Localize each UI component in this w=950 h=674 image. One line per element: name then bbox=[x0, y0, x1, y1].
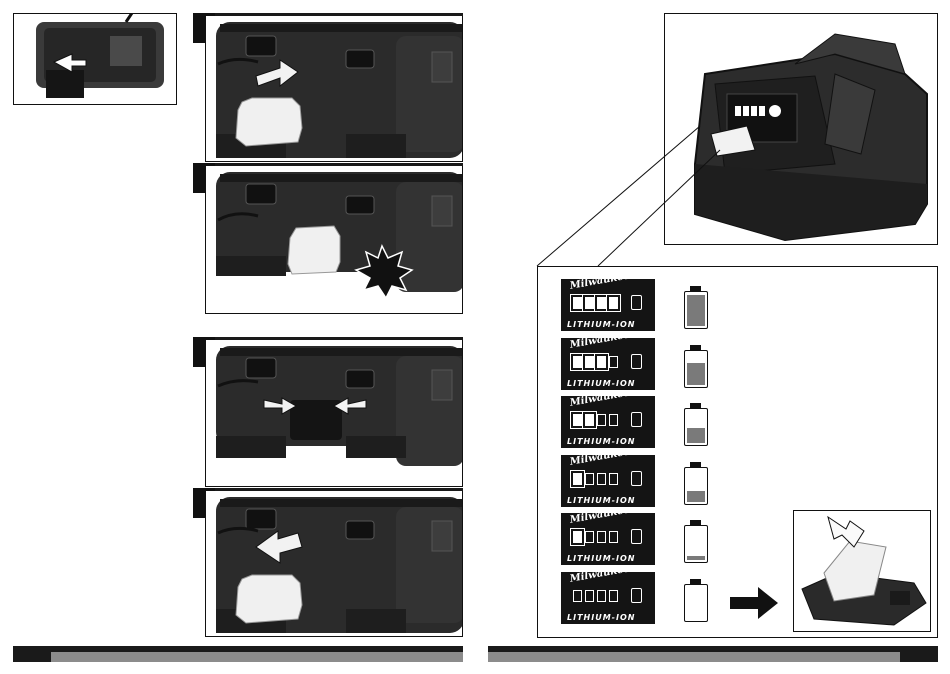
gauge-cell bbox=[585, 414, 594, 426]
lithium-ion-label: LITHIUM-ION bbox=[567, 496, 635, 505]
gauge-cell bbox=[609, 356, 618, 368]
battery-level-icon bbox=[684, 467, 708, 505]
charger-illustration bbox=[794, 511, 931, 632]
radio-overview-illustration bbox=[14, 14, 177, 105]
battery-level-icon bbox=[684, 408, 708, 446]
gauge-cells bbox=[573, 297, 618, 309]
remove-battery-figure bbox=[205, 491, 463, 637]
battery-cap bbox=[690, 579, 701, 584]
gauge-cells bbox=[573, 414, 618, 426]
gauge-cell bbox=[597, 531, 606, 543]
footer-grey-bar bbox=[51, 652, 463, 662]
gauge-cells bbox=[573, 473, 618, 485]
radio-overview-figure bbox=[13, 13, 177, 105]
battery-fill bbox=[687, 491, 705, 501]
fuel-gauge-button-icon bbox=[631, 588, 642, 603]
fuel-gauge-button-icon bbox=[631, 412, 642, 427]
battery-cap bbox=[690, 345, 701, 350]
battery-level-icon bbox=[684, 291, 708, 329]
left-page-footer bbox=[13, 646, 463, 662]
battery-level-icon bbox=[684, 584, 708, 622]
battery-level-icon bbox=[684, 350, 708, 388]
gauge-cell bbox=[597, 297, 606, 309]
brand-logo-text: Milwaukee bbox=[569, 563, 631, 584]
fuel-gauge-button-icon bbox=[631, 471, 642, 486]
gauge-cell bbox=[585, 531, 594, 543]
battery-fill bbox=[687, 363, 705, 385]
gauge-cell bbox=[597, 356, 606, 368]
gauge-cell bbox=[609, 473, 618, 485]
gauge-cell bbox=[573, 531, 582, 543]
fuel-gauge-button-icon bbox=[631, 295, 642, 310]
lithium-ion-label: LITHIUM-ION bbox=[567, 320, 635, 329]
gauge-cell bbox=[585, 356, 594, 368]
insert-battery-illustration bbox=[206, 16, 463, 162]
battery-level-icon bbox=[684, 525, 708, 563]
gauge-cell bbox=[573, 473, 582, 485]
gauge-cell bbox=[585, 297, 594, 309]
gauge-cell bbox=[597, 473, 606, 485]
brand-logo-text: Milwaukee bbox=[569, 504, 631, 525]
brand-logo-text: Milwaukee bbox=[569, 387, 631, 408]
brand-logo-text: Milwaukee bbox=[569, 446, 631, 467]
right-page-footer bbox=[488, 646, 938, 662]
battery-fill bbox=[687, 556, 705, 560]
footer-grey-bar bbox=[488, 652, 900, 662]
gauge-cell bbox=[573, 297, 582, 309]
arrow-right-icon bbox=[728, 585, 780, 621]
release-battery-figure bbox=[205, 340, 463, 487]
insert-battery-figure bbox=[205, 16, 463, 162]
charger-figure bbox=[793, 510, 931, 632]
fuel-gauge-button-icon bbox=[631, 354, 642, 369]
gauge-cell bbox=[609, 297, 618, 309]
lithium-ion-label: LITHIUM-ION bbox=[567, 437, 635, 446]
gauge-cell bbox=[585, 473, 594, 485]
battery-fill bbox=[687, 428, 705, 444]
battery-cap bbox=[690, 520, 701, 525]
battery-cap bbox=[690, 286, 701, 291]
battery-click-illustration bbox=[206, 166, 463, 314]
battery-click-figure bbox=[205, 166, 463, 314]
battery-cap bbox=[690, 403, 701, 408]
gauge-cell bbox=[609, 414, 618, 426]
release-battery-illustration bbox=[206, 340, 463, 487]
battery-pack-figure bbox=[664, 13, 938, 245]
gauge-cells bbox=[573, 356, 618, 368]
battery-cap bbox=[690, 462, 701, 467]
gauge-cell bbox=[597, 590, 606, 602]
lithium-ion-label: LITHIUM-ION bbox=[567, 554, 635, 563]
gauge-cell bbox=[609, 531, 618, 543]
lithium-ion-label: LITHIUM-ION bbox=[567, 379, 635, 388]
brand-logo-text: Milwaukee bbox=[569, 329, 631, 350]
remove-battery-illustration bbox=[206, 491, 463, 637]
battery-pack-illustration bbox=[665, 14, 938, 245]
gauge-cell bbox=[597, 414, 606, 426]
gauge-cells bbox=[573, 590, 618, 602]
battery-fill bbox=[687, 295, 705, 326]
gauge-cells bbox=[573, 531, 618, 543]
gauge-cell bbox=[573, 414, 582, 426]
lithium-ion-label: LITHIUM-ION bbox=[567, 613, 635, 622]
gauge-cell bbox=[609, 590, 618, 602]
gauge-cell bbox=[573, 590, 582, 602]
fuel-gauge-button-icon bbox=[631, 529, 642, 544]
gauge-cell bbox=[573, 356, 582, 368]
brand-logo-text: Milwaukee bbox=[569, 270, 631, 291]
gauge-cell bbox=[585, 590, 594, 602]
